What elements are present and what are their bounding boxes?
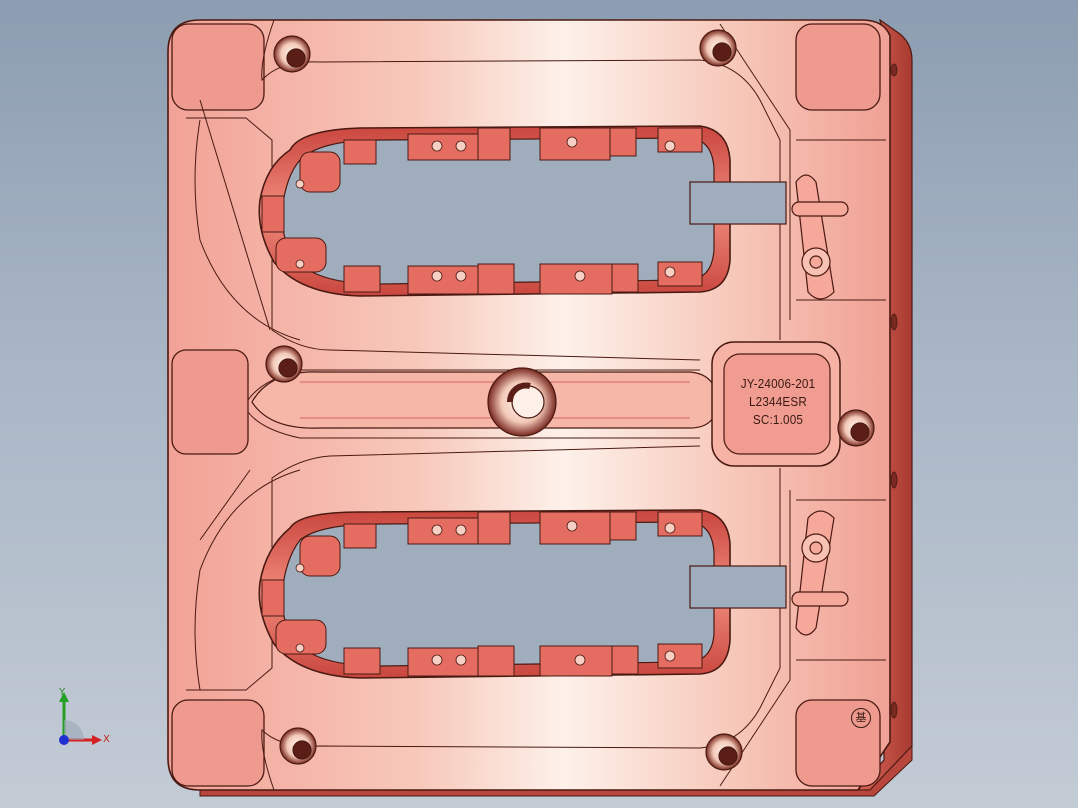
bolt-hole-top-left bbox=[273, 35, 311, 73]
side-block-left-middle bbox=[171, 349, 249, 455]
triad-plane bbox=[64, 720, 84, 740]
y-axis-label: Y bbox=[59, 687, 66, 698]
corner-block-bottom-left bbox=[171, 699, 265, 787]
bolt-hole-middle-right bbox=[837, 409, 875, 447]
side-holes bbox=[890, 63, 898, 719]
axis-triad bbox=[59, 692, 102, 745]
engraving-shrink-scale: SC:1.005 bbox=[752, 412, 804, 427]
datum-mark: 基 bbox=[851, 708, 871, 728]
engraving-pad bbox=[723, 353, 831, 455]
bolt-hole-top-right bbox=[699, 29, 737, 67]
corner-block-top-left bbox=[171, 23, 265, 111]
runner-channel bbox=[251, 371, 719, 429]
engraving-material: L2344ESR bbox=[748, 394, 808, 409]
z-axis-dot bbox=[59, 735, 69, 745]
gate-upper bbox=[791, 174, 849, 300]
sprue-bushing-hole bbox=[487, 367, 557, 437]
cavity-upper bbox=[258, 125, 787, 297]
bolt-hole-bottom-right bbox=[705, 733, 743, 771]
y-axis-arrowhead bbox=[59, 692, 69, 702]
corner-block-top-right bbox=[795, 23, 881, 111]
cavity-lower bbox=[258, 509, 787, 679]
engraving-part-number: JY-24006-201 bbox=[740, 376, 816, 391]
bolt-hole-bottom-left bbox=[279, 727, 317, 765]
x-axis-arrowhead bbox=[92, 735, 102, 745]
bolt-hole-middle-left bbox=[265, 345, 303, 383]
x-axis-label: X bbox=[103, 734, 110, 745]
gate-lower bbox=[791, 510, 849, 636]
bolt-holes bbox=[265, 29, 875, 771]
